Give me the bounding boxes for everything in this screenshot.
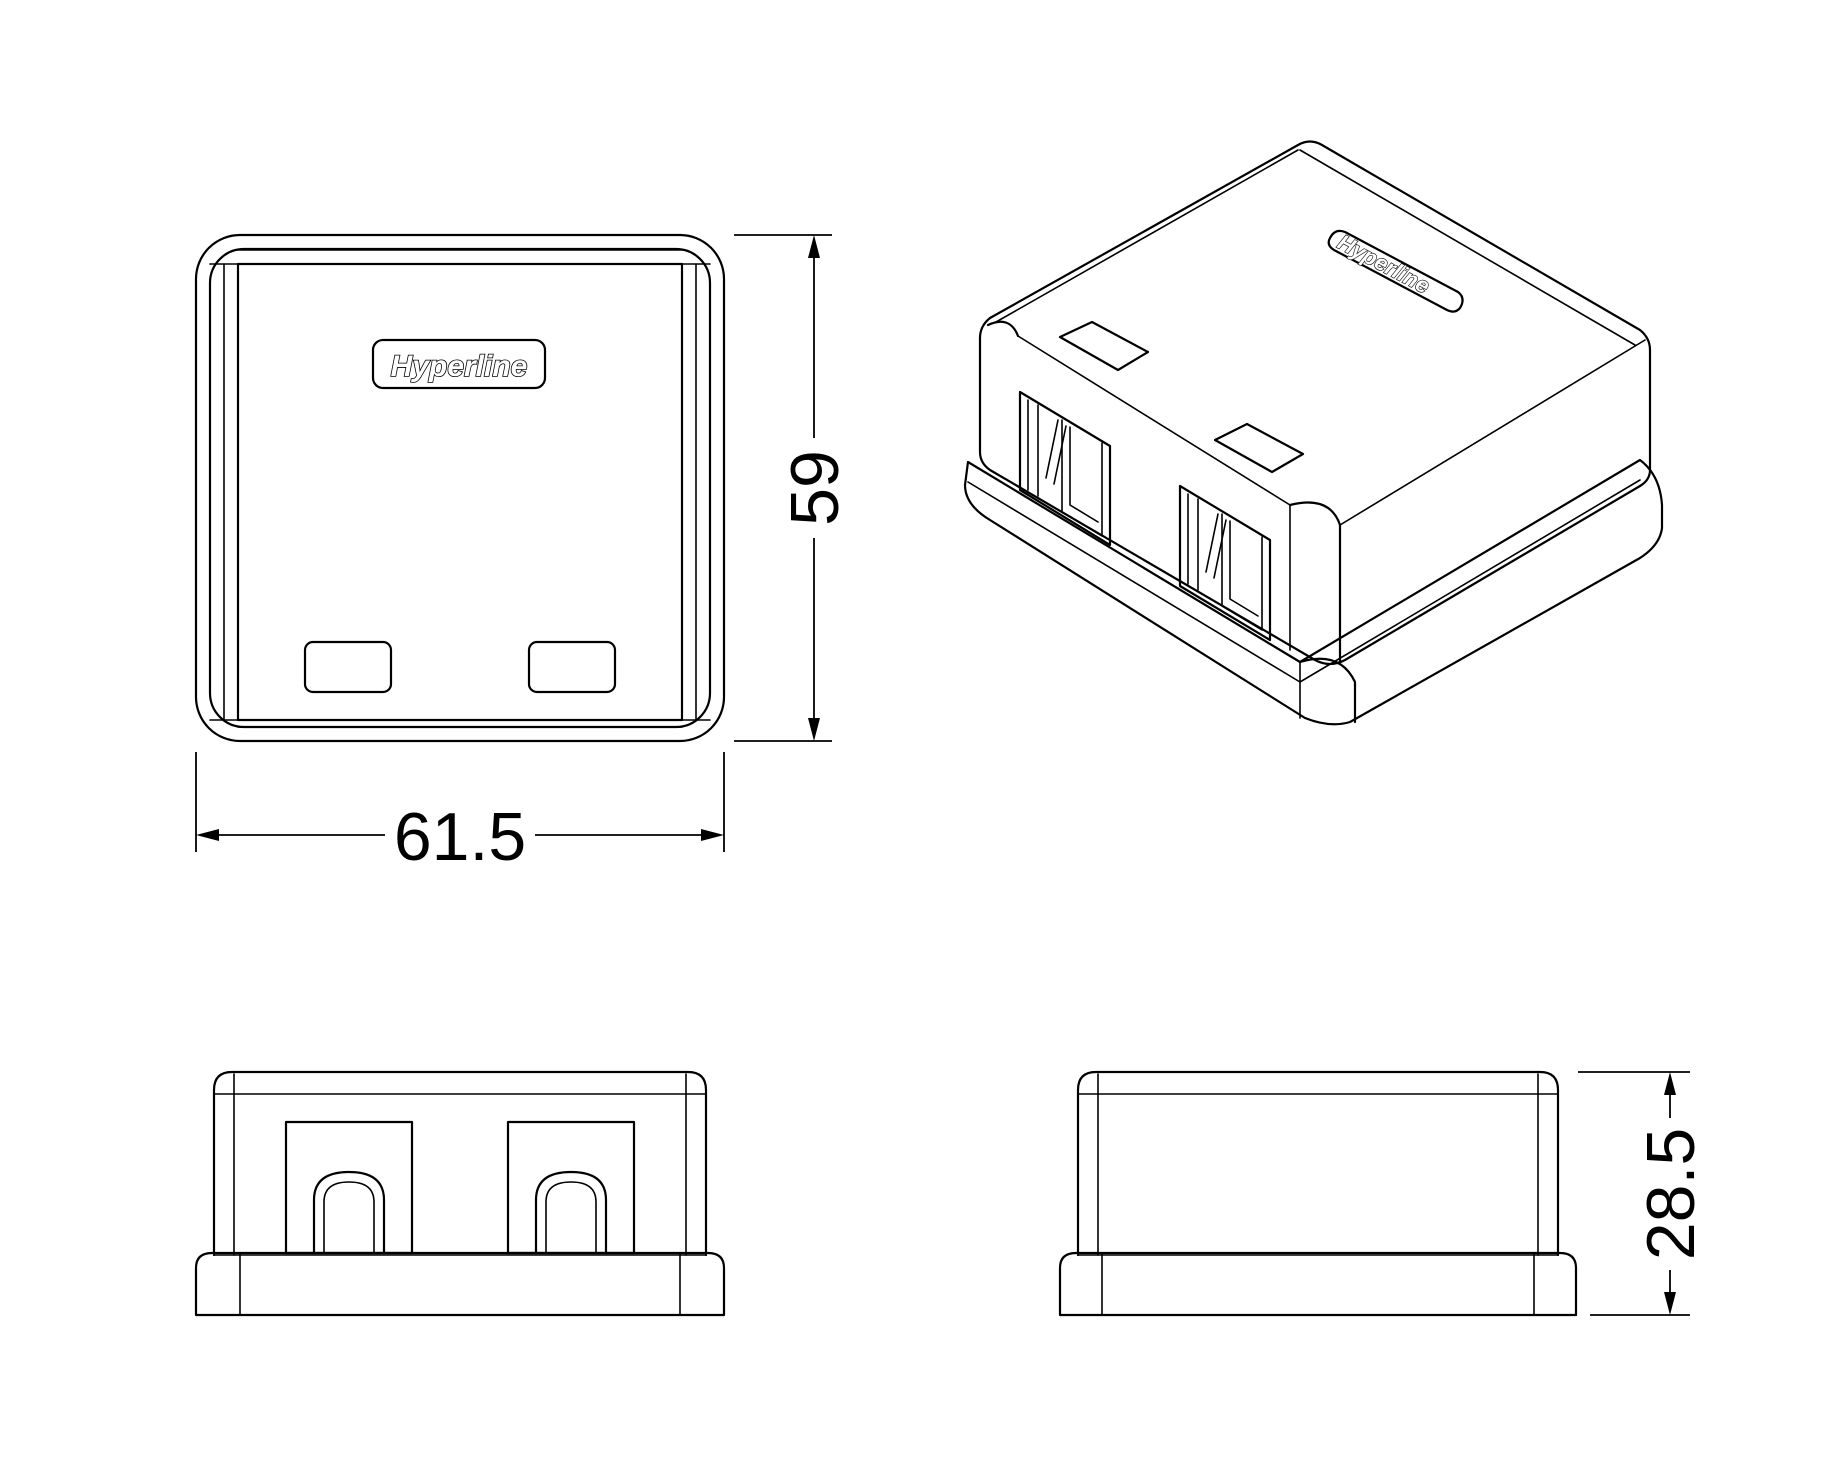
height-dimension: 59: [734, 234, 853, 742]
elev-port-right: [506, 1120, 636, 1255]
depth-dimension-label: 28.5: [1633, 1128, 1709, 1260]
iso-port-right: [1178, 484, 1272, 642]
height-dimension-label: 59: [777, 450, 853, 526]
front-elevation-view: [194, 1070, 726, 1317]
iso-brand-logo-text: Hyperline: [1334, 229, 1434, 298]
logo-badge: Hyperline: [371, 338, 547, 390]
width-dimension-label: 61.5: [394, 799, 526, 875]
depth-dimension: 28.5: [1578, 1071, 1709, 1316]
isometric-view: Hyperline: [963, 140, 1664, 726]
brand-logo-text: Hyperline: [391, 350, 528, 383]
elev-port-left: [284, 1120, 414, 1255]
front-slot-right: [527, 640, 617, 694]
front-slot-left: [303, 640, 393, 694]
front-view: Hyperline: [194, 233, 726, 743]
iso-logo-badge: Hyperline: [1327, 229, 1464, 313]
side-elevation-view: [1058, 1070, 1578, 1317]
width-dimension: 61.5: [195, 752, 725, 875]
iso-port-left: [1018, 390, 1112, 547]
